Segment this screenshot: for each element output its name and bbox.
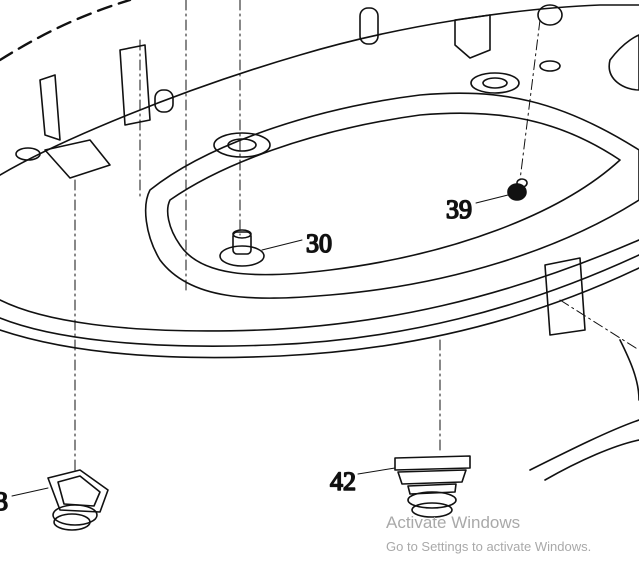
part-42-grommet <box>394 455 471 518</box>
watermark-subtitle: Go to Settings to activate Windows. <box>386 539 592 554</box>
watermark-title: Activate Windows <box>386 513 521 532</box>
callout-39-label: 39 <box>446 195 472 224</box>
part-3-grommet <box>47 469 109 531</box>
housing-outer-rim <box>0 4 639 176</box>
inner-tray <box>144 92 639 299</box>
callout-3-label: 3 <box>0 487 8 516</box>
part-39-screw <box>507 178 528 201</box>
boss <box>470 72 520 94</box>
housing-lower-rim <box>0 239 639 332</box>
callout-42-label: 42 <box>330 467 356 496</box>
part-30-spacer <box>219 229 265 267</box>
callout-30-label: 30 <box>306 229 332 258</box>
boss <box>213 132 271 158</box>
